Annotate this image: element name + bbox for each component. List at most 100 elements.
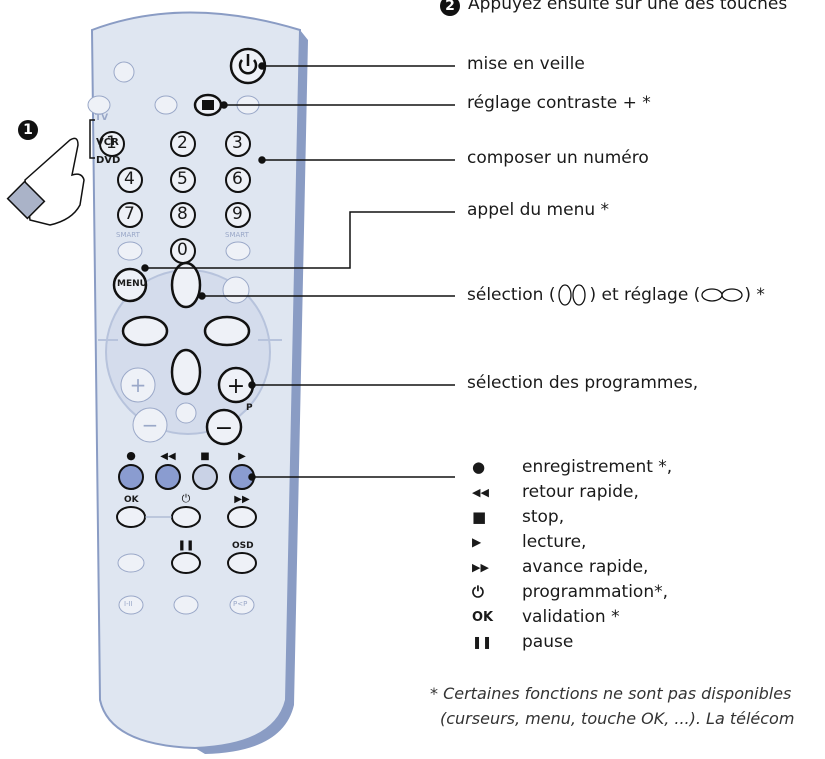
pip-button[interactable] xyxy=(229,595,255,615)
legend-rewind: ◀◀ retour rapide, xyxy=(472,481,639,503)
pause-legend-icon: ❚❚ xyxy=(472,635,493,649)
cursor-down-button[interactable] xyxy=(170,348,202,396)
legend-pause-text: pause xyxy=(522,632,574,652)
record-button[interactable] xyxy=(118,464,144,490)
legend-forward-text: avance rapide, xyxy=(522,557,649,577)
dual-label: I-II xyxy=(124,600,133,608)
legend-ok-text: validation * xyxy=(522,607,620,627)
digit-5-button[interactable] xyxy=(170,167,196,193)
smart-picture-button[interactable] xyxy=(225,241,251,261)
step2-bubble: 2 xyxy=(440,0,460,16)
svg-text:−: − xyxy=(215,416,233,441)
digit-0: 0 xyxy=(177,240,188,260)
digit-4-button[interactable] xyxy=(117,167,143,193)
legend-play: ▶ lecture, xyxy=(472,531,586,553)
format-button[interactable] xyxy=(173,595,199,615)
digit-9-button[interactable] xyxy=(225,202,251,228)
digit-1-button[interactable] xyxy=(99,131,125,157)
legend-timer: ⏻ programmation*, xyxy=(472,581,668,603)
timer-small-button[interactable] xyxy=(113,61,135,83)
cursor-up-button[interactable] xyxy=(170,261,202,309)
legend-timer-text: programmation*, xyxy=(522,582,669,602)
legend-pause: ❚❚ pause xyxy=(472,631,573,653)
digit-8-button[interactable] xyxy=(170,202,196,228)
digit-7: 7 xyxy=(124,204,135,224)
digit-7-button[interactable] xyxy=(117,202,143,228)
stop-button[interactable] xyxy=(192,464,218,490)
digit-9: 9 xyxy=(232,204,243,224)
svg-text:−: − xyxy=(142,413,159,437)
mode-dvd-label: DVD xyxy=(96,155,121,166)
svg-text:+: + xyxy=(130,373,147,397)
pause-icon: ❚❚ xyxy=(178,540,195,551)
menu-label: MENU xyxy=(117,279,147,289)
power-icon xyxy=(238,59,258,75)
digit-6: 6 xyxy=(232,169,243,189)
cursor-updown-icon xyxy=(555,284,589,306)
ok-button[interactable] xyxy=(116,506,146,528)
forward-icon: ▶▶ xyxy=(234,494,250,505)
record-legend-icon: ● xyxy=(472,458,486,476)
legend-forward: ▶▶ avance rapide, xyxy=(472,556,648,578)
legend-record-text: enregistrement *, xyxy=(522,457,673,477)
stop-legend-icon: ■ xyxy=(472,508,487,526)
rewind-button[interactable] xyxy=(155,464,181,490)
volume-up-button[interactable] xyxy=(120,367,156,403)
legend-stop-text: stop, xyxy=(522,507,565,527)
menu-button[interactable] xyxy=(112,267,148,303)
mode-tv-label: TV xyxy=(95,113,109,123)
legend-stop: ■ stop, xyxy=(472,506,564,528)
smart-left-label: SMART xyxy=(116,231,140,239)
cursor-right-button[interactable] xyxy=(203,315,251,347)
cursor-buttons xyxy=(121,261,251,396)
dual-button[interactable] xyxy=(118,595,144,615)
sleeve xyxy=(6,180,46,220)
timer-button[interactable] xyxy=(171,506,201,528)
callout-dial-number: composer un numéro xyxy=(467,148,649,168)
digit-3-button[interactable] xyxy=(225,131,251,157)
smart-right-label: SMART xyxy=(225,231,249,239)
callout-programs: sélection des programmes, xyxy=(467,373,699,393)
surround-button[interactable] xyxy=(222,276,250,304)
legend-rewind-text: retour rapide, xyxy=(522,482,639,502)
play-legend-icon: ▶ xyxy=(472,535,482,549)
ok-legend-label: OK xyxy=(472,609,494,625)
osd-button[interactable] xyxy=(227,552,257,574)
digit-6-button[interactable] xyxy=(225,167,251,193)
smart-sound-button[interactable] xyxy=(117,241,143,261)
callout-menu: appel du menu * xyxy=(467,200,610,220)
ok-label: OK xyxy=(124,495,139,505)
digit-buttons xyxy=(99,131,251,264)
digit-8: 8 xyxy=(177,204,188,224)
legend-play-text: lecture, xyxy=(522,532,587,552)
step1-bubble: 1 xyxy=(18,120,38,140)
callout-cursor-text-c: ) * xyxy=(744,285,765,305)
pause-button[interactable] xyxy=(171,552,201,574)
digit-2-button[interactable] xyxy=(170,131,196,157)
p-label: P xyxy=(246,403,253,413)
callout-cursor-text-b: ) et réglage ( xyxy=(589,285,701,305)
play-icon: ▶ xyxy=(238,451,246,462)
footnote-line-2: (curseurs, menu, touche OK, ...). La tél… xyxy=(440,709,795,728)
rewind-legend-icon: ◀◀ xyxy=(472,485,489,499)
index-button[interactable] xyxy=(117,553,145,573)
program-down-button[interactable] xyxy=(205,408,243,446)
stop-icon: ■ xyxy=(200,451,209,462)
volume-down-button[interactable] xyxy=(132,407,168,443)
teletext-button[interactable] xyxy=(154,95,178,115)
digit-4: 4 xyxy=(124,169,135,189)
forward-button[interactable] xyxy=(227,506,257,528)
callout-lines xyxy=(141,62,455,481)
contrast-icon xyxy=(202,100,214,110)
pip-label: P<P xyxy=(233,600,248,608)
forward-legend-icon: ▶▶ xyxy=(472,560,489,574)
digit-1: 1 xyxy=(106,133,117,153)
callout-cursor-row: sélection ( ) et réglage ( ) * xyxy=(467,284,765,306)
cursor-left-button[interactable] xyxy=(121,315,169,347)
av-button[interactable] xyxy=(87,95,111,115)
rewind-icon: ◀◀ xyxy=(160,451,176,462)
cursor-leftright-icon xyxy=(700,284,744,306)
mute-button[interactable] xyxy=(175,402,197,424)
